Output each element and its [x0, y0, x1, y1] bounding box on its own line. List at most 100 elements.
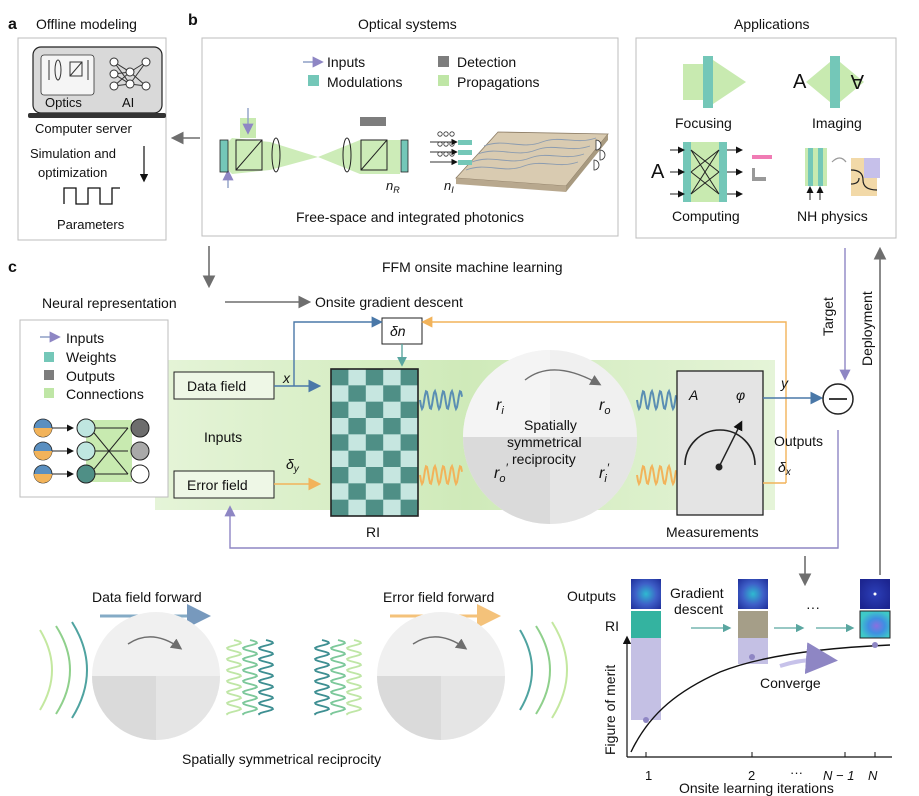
parameters-waveform-icon	[63, 187, 120, 205]
focusing-modulator	[703, 56, 713, 108]
error-field-label: Error field	[187, 477, 248, 493]
ri-thumb-2	[738, 611, 768, 638]
ri-weight-cell	[348, 450, 366, 467]
plot-outputs-label: Outputs	[567, 588, 616, 604]
focusing-label: Focusing	[675, 115, 732, 131]
ri-weight-cell	[365, 499, 384, 516]
computing-letter: A	[651, 161, 665, 183]
legend-modulations-swatch	[308, 75, 319, 86]
legend-inputs-label: Inputs	[327, 54, 365, 70]
ssr-line2: symmetrical	[507, 434, 582, 450]
legend-c-connections-swatch	[44, 388, 54, 398]
photonic-chip	[430, 131, 609, 192]
gradient-line1: Gradient	[670, 585, 724, 601]
converge-label: Converge	[760, 675, 821, 691]
nh-modulator-2	[818, 148, 823, 186]
meas-phase-label: φ	[736, 387, 745, 403]
xtick-4: N − 1	[823, 768, 854, 783]
lens-1	[271, 137, 281, 173]
legend-c-inputs-label: Inputs	[66, 330, 104, 346]
curve-point-1	[643, 717, 649, 723]
ri-weight-cell	[400, 467, 418, 484]
simulation-line1: Simulation and	[30, 146, 116, 161]
applications-frame	[635, 37, 897, 239]
ri-weight-cell	[331, 369, 349, 386]
ssr-line1: Spatially	[524, 417, 577, 433]
computing-output-bar-1	[752, 155, 772, 159]
ri-weight-cell	[348, 385, 366, 402]
panel-b-title: Optical systems	[358, 16, 457, 32]
delta-n-label: δn	[390, 323, 406, 339]
outputs-label: Outputs	[774, 433, 823, 449]
vertical-wave	[329, 639, 347, 716]
imaging-label: Imaging	[812, 115, 862, 131]
legend-modulations-label: Modulations	[327, 74, 403, 90]
modulator-left	[219, 139, 229, 173]
neural-representation-label: Neural representation	[42, 295, 177, 311]
ri-weight-cell	[365, 467, 384, 484]
x-label: x	[282, 370, 291, 386]
nh-exceptional-curve	[850, 169, 878, 191]
ri-weight-cell	[400, 401, 418, 418]
error-field-box	[173, 470, 275, 499]
legend-c-connections-label: Connections	[66, 386, 144, 402]
ri-weight-cell	[348, 418, 366, 435]
panel-a-letter: a	[8, 16, 17, 33]
legend-c-weights-swatch	[44, 352, 54, 362]
ri-thumb-n	[859, 610, 891, 639]
ri-label: RI	[366, 524, 380, 540]
vertical-wave	[345, 639, 363, 716]
error-wave-right	[636, 463, 677, 487]
applications-title: Applications	[734, 16, 810, 32]
output-thumb-2	[738, 579, 768, 609]
incoming-waves-right	[313, 639, 363, 716]
beam-splitter-left	[235, 139, 263, 171]
n-r-label: nR	[386, 178, 400, 195]
error-forward-label: Error field forward	[383, 589, 494, 605]
panel-a-title: Offline modeling	[36, 16, 137, 32]
error-wave-left	[419, 463, 463, 487]
ssr-line3: reciprocity	[512, 451, 576, 467]
measurements-label: Measurements	[666, 524, 759, 540]
ri-weight-cell	[400, 369, 418, 386]
legend-detection-label: Detection	[457, 54, 516, 70]
fom-bar-2	[738, 638, 768, 664]
plot-ri-label: RI	[605, 618, 619, 634]
nh-arrow	[831, 157, 847, 163]
data-field-label: Data field	[187, 378, 246, 394]
legend-c-weights-label: Weights	[66, 349, 116, 365]
beam-right	[318, 140, 400, 174]
onsite-gd-label: Onsite gradient descent	[315, 294, 463, 310]
data-wave-left	[419, 388, 463, 412]
computing-modulator-left	[683, 142, 691, 202]
panel-b: b Optical systems Inputs Modulations Det…	[188, 12, 619, 237]
ai-network-icon	[109, 57, 151, 91]
nh-landscape-cool	[864, 158, 880, 178]
lens-2	[342, 137, 352, 173]
legend-propagations-label: Propagations	[457, 74, 540, 90]
simulation-line2: optimization	[38, 165, 107, 180]
mini-network-icon	[33, 418, 150, 484]
optics-box	[40, 54, 95, 96]
plot-xlabel: Onsite learning iterations	[679, 780, 834, 796]
error-feedback-loop	[224, 430, 839, 549]
beam-left	[222, 138, 318, 174]
focusing-beam-out	[713, 60, 746, 104]
r-i-label: ri	[496, 397, 504, 417]
gradient-line2: descent	[674, 601, 723, 617]
panel-b-letter: b	[188, 12, 198, 29]
ri-weight-cell	[383, 483, 401, 500]
vertical-wave	[257, 639, 275, 716]
legend-c-outputs-swatch	[44, 370, 54, 380]
server-label: Computer server	[35, 121, 132, 136]
delta-y-label: δy	[286, 456, 300, 475]
ri-weight-cell	[331, 434, 349, 451]
beam-splitter-right	[360, 139, 388, 171]
computing-output-bar-2	[752, 168, 755, 180]
outgoing-waves-left	[225, 639, 275, 716]
ri-weight-cell	[365, 369, 384, 386]
ri-weight-cell	[383, 385, 401, 402]
panel-c: c FFM onsite machine learning Neural rep…	[8, 246, 887, 587]
panel-a-frame	[17, 37, 167, 241]
error-to-delta-n-arrow	[421, 316, 787, 483]
